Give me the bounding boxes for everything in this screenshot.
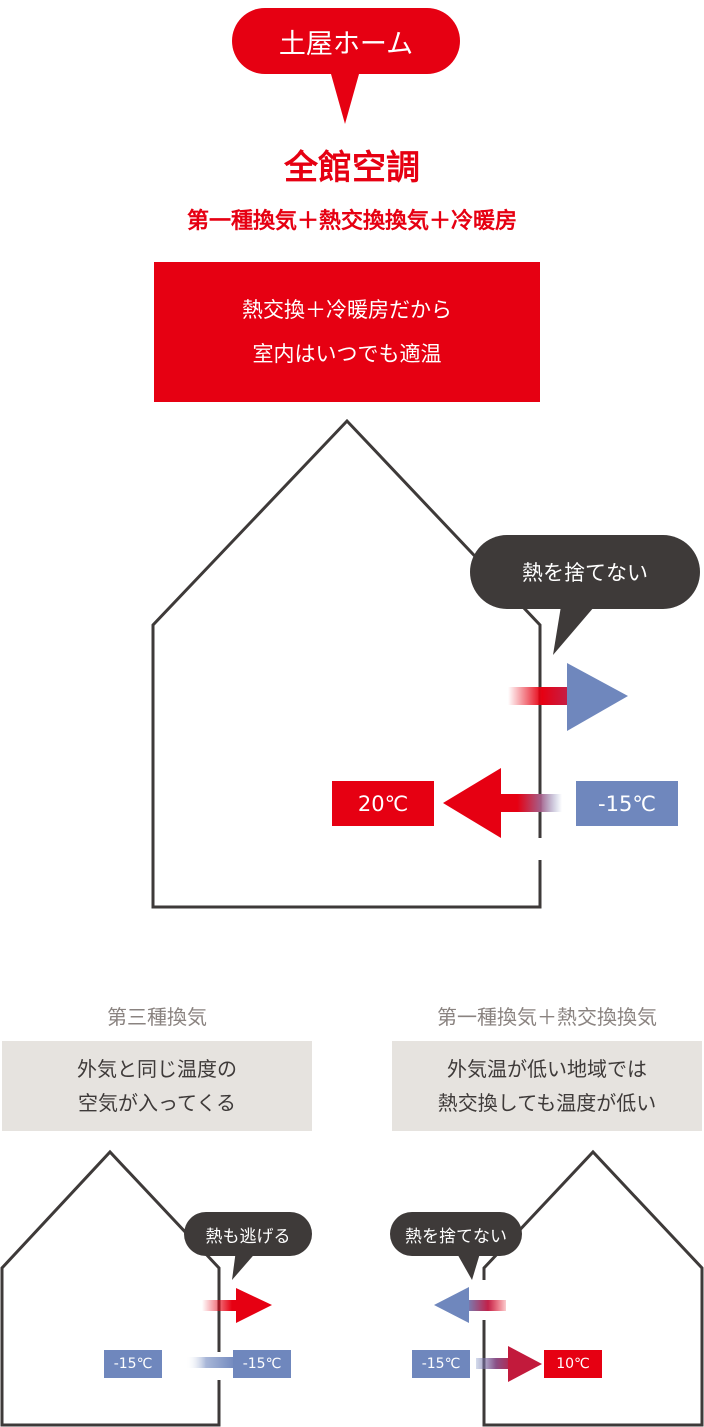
left-out-arrow-head — [236, 1288, 272, 1323]
left-box-line-2: 空気が入ってくる — [78, 1091, 236, 1115]
left-heading: 第三種換気 — [107, 1005, 207, 1029]
right-outdoor-temp-label: -15℃ — [421, 1356, 461, 1372]
main-bubble-label: 熱を捨てない — [522, 561, 648, 585]
right-house-outline — [482, 1149, 704, 1427]
right-outdoor-temp: -15℃ — [412, 1350, 470, 1378]
left-description-box: 外気と同じ温度の 空気が入ってくる — [2, 1041, 312, 1131]
right-box-line-1: 外気温が低い地域では — [447, 1057, 647, 1081]
main-box-line-2: 室内はいつでも適温 — [252, 342, 442, 366]
right-bubble-label: 熱を捨てない — [405, 1226, 507, 1247]
left-indoor-temp-label: -15℃ — [113, 1356, 153, 1372]
left-outdoor-temp-label: -15℃ — [242, 1356, 282, 1372]
right-box-line-2: 熱交換しても温度が低い — [437, 1091, 657, 1115]
main-house-outline — [151, 418, 542, 909]
main-title: 全館空調 — [284, 148, 420, 188]
main-indoor-temp: 20℃ — [332, 781, 434, 826]
right-description-box: 外気温が低い地域では 熱交換しても温度が低い — [392, 1041, 702, 1131]
right-indoor-temp-label: 10℃ — [556, 1356, 590, 1372]
right-bubble-tail — [455, 1250, 481, 1280]
main-outdoor-temp-label: -15℃ — [598, 791, 656, 816]
main-indoor-temp-label: 20℃ — [357, 791, 409, 816]
right-speech-bubble: 熱を捨てない — [390, 1212, 522, 1256]
brand-pill: 土屋ホーム — [232, 8, 460, 74]
main-speech-bubble: 熱を捨てない — [470, 535, 700, 609]
left-box-line-1: 外気と同じ温度の — [77, 1057, 237, 1081]
left-outdoor-temp: -15℃ — [233, 1350, 291, 1378]
main-out-arrow-head — [567, 663, 628, 731]
right-out-arrow-shaft — [466, 1300, 506, 1311]
main-in-arrow-shaft — [498, 794, 562, 812]
left-bubble-tail — [232, 1250, 258, 1280]
main-in-arrow-head — [443, 768, 501, 838]
main-outdoor-temp: -15℃ — [576, 781, 678, 826]
left-speech-bubble: 熱も逃げる — [184, 1212, 312, 1256]
left-indoor-temp: -15℃ — [104, 1350, 162, 1378]
pill-pointer — [331, 74, 359, 124]
main-bubble-tail — [553, 600, 600, 655]
main-subtitle: 第一種換気＋熱交換換気＋冷暖房 — [186, 209, 517, 234]
left-bubble-label: 熱も逃げる — [205, 1226, 291, 1247]
right-in-arrow-shaft — [476, 1358, 516, 1369]
right-out-arrow-head — [434, 1287, 469, 1323]
main-description-box: 熱交換＋冷暖房だから 室内はいつでも適温 — [154, 262, 540, 402]
right-indoor-temp: 10℃ — [544, 1350, 602, 1378]
left-in-arrow — [186, 1357, 236, 1368]
right-in-arrow-head — [508, 1346, 542, 1382]
brand-pill-label: 土屋ホーム — [278, 28, 414, 60]
main-box-line-1: 熱交換＋冷暖房だから — [242, 298, 452, 322]
left-house-outline — [0, 1149, 221, 1427]
main-out-arrow-shaft — [508, 687, 570, 705]
right-heading: 第一種換気＋熱交換換気 — [437, 1005, 657, 1029]
left-out-arrow-shaft — [202, 1300, 252, 1311]
